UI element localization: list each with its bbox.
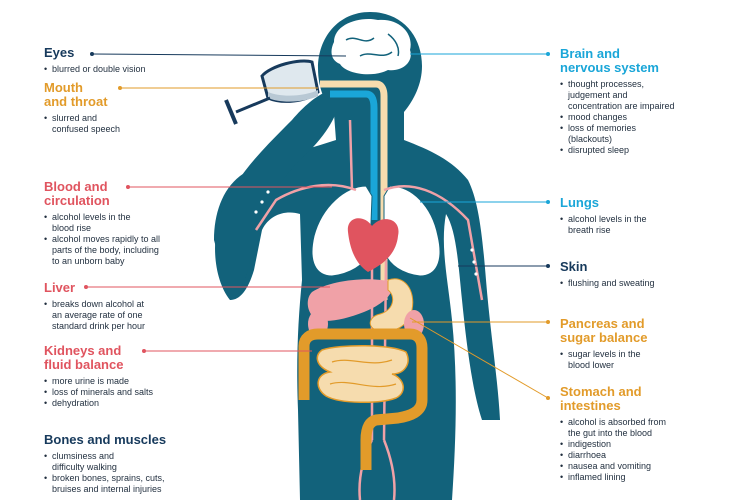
small-intestine — [316, 345, 409, 404]
blood-item: alcohol levels in the blood rise — [44, 212, 160, 234]
large-intestine — [298, 328, 428, 470]
blood-list: alcohol levels in the blood rise alcohol… — [44, 212, 160, 267]
skin-label: Skin flushing and sweating — [560, 259, 655, 290]
eyes-title: Eyes — [44, 45, 75, 60]
stomach-item: indigestion — [560, 439, 666, 450]
eyes-list: blurred or double vision — [44, 64, 146, 75]
pancreas-list: sugar levels in the blood lower — [560, 349, 647, 371]
esophagus — [320, 80, 388, 300]
raised-arm — [215, 92, 340, 300]
skin-title: Skin — [560, 259, 588, 274]
bones-item: broken bones, sprains, cuts, bruises and… — [44, 473, 166, 495]
leader-lines — [84, 52, 550, 400]
brain-list: thought processes, judgement and concent… — [560, 79, 675, 156]
kidneys-list: more urine is made loss of minerals and … — [44, 376, 153, 409]
lungs-title: Lungs — [560, 195, 599, 210]
skin-list: flushing and sweating — [560, 278, 655, 289]
wine-glass-icon — [224, 59, 320, 125]
mouth-title: Mouth and throat — [44, 80, 108, 109]
kidneys-label: Kidneys and fluid balance more urine is … — [44, 343, 153, 410]
brain-item: mood changes — [560, 112, 675, 123]
bones-list: clumsiness and difficulty walking broken… — [44, 451, 166, 495]
kidneys-item: more urine is made — [44, 376, 153, 387]
stomach-item: nausea and vomiting — [560, 461, 666, 472]
pancreas-item: sugar levels in the blood lower — [560, 349, 647, 371]
liver-title: Liver — [44, 280, 76, 295]
kidneys-item: dehydration — [44, 398, 153, 409]
liver-list: breaks down alcohol at an average rate o… — [44, 299, 145, 332]
stomach-title: Stomach and intestines — [560, 384, 642, 413]
brain-item: thought processes, judgement and concent… — [560, 79, 675, 112]
lung-right — [383, 185, 441, 277]
brain-label: Brain and nervous system thought process… — [560, 46, 675, 157]
bones-label: Bones and muscles clumsiness and difficu… — [44, 433, 166, 495]
bones-title: Bones and muscles — [44, 432, 167, 447]
lungs-label: Lungs alcohol levels in the breath rise — [560, 196, 647, 236]
brain-item: disrupted sleep — [560, 145, 675, 156]
stomach-item: diarrhoea — [560, 450, 666, 461]
pancreas-label: Pancreas and sugar balance sugar levels … — [560, 317, 647, 371]
stomach-item: alcohol is absorbed from the gut into th… — [560, 417, 666, 439]
kidneys-item: loss of minerals and salts — [44, 387, 153, 398]
eyes-label: Eyes blurred or double vision — [44, 45, 146, 76]
stomach-item: inflamed lining — [560, 472, 666, 483]
brain-title: Brain and nervous system — [560, 46, 659, 75]
eyes-item: blurred or double vision — [44, 64, 146, 75]
pancreas-title: Pancreas and sugar balance — [560, 316, 648, 345]
bones-item: clumsiness and difficulty walking — [44, 451, 166, 473]
lungs-list: alcohol levels in the breath rise — [560, 214, 647, 236]
mouth-item: slurred and confused speech — [44, 113, 120, 135]
blood-label: Blood and circulation alcohol levels in … — [44, 180, 160, 267]
skin-item: flushing and sweating — [560, 278, 655, 289]
heart — [347, 218, 399, 272]
brain-item: loss of memories (blackouts) — [560, 123, 675, 145]
liver-label: Liver breaks down alcohol at an average … — [44, 281, 145, 332]
mouth-label: Mouth and throat slurred and confused sp… — [44, 81, 120, 135]
liver — [307, 279, 393, 321]
blood-title: Blood and circulation — [44, 179, 110, 208]
liver-item: breaks down alcohol at an average rate o… — [44, 299, 145, 332]
brain — [331, 18, 411, 75]
stomach-list: alcohol is absorbed from the gut into th… — [560, 417, 666, 483]
kidneys-title: Kidneys and fluid balance — [44, 343, 124, 372]
stomach-label: Stomach and intestines alcohol is absorb… — [560, 384, 666, 484]
trachea — [330, 90, 378, 220]
lungs-item: alcohol levels in the breath rise — [560, 214, 647, 236]
mouth-list: slurred and confused speech — [44, 113, 120, 135]
sweat-dots — [254, 190, 478, 276]
blood-item: alcohol moves rapidly to all parts of th… — [44, 234, 160, 267]
